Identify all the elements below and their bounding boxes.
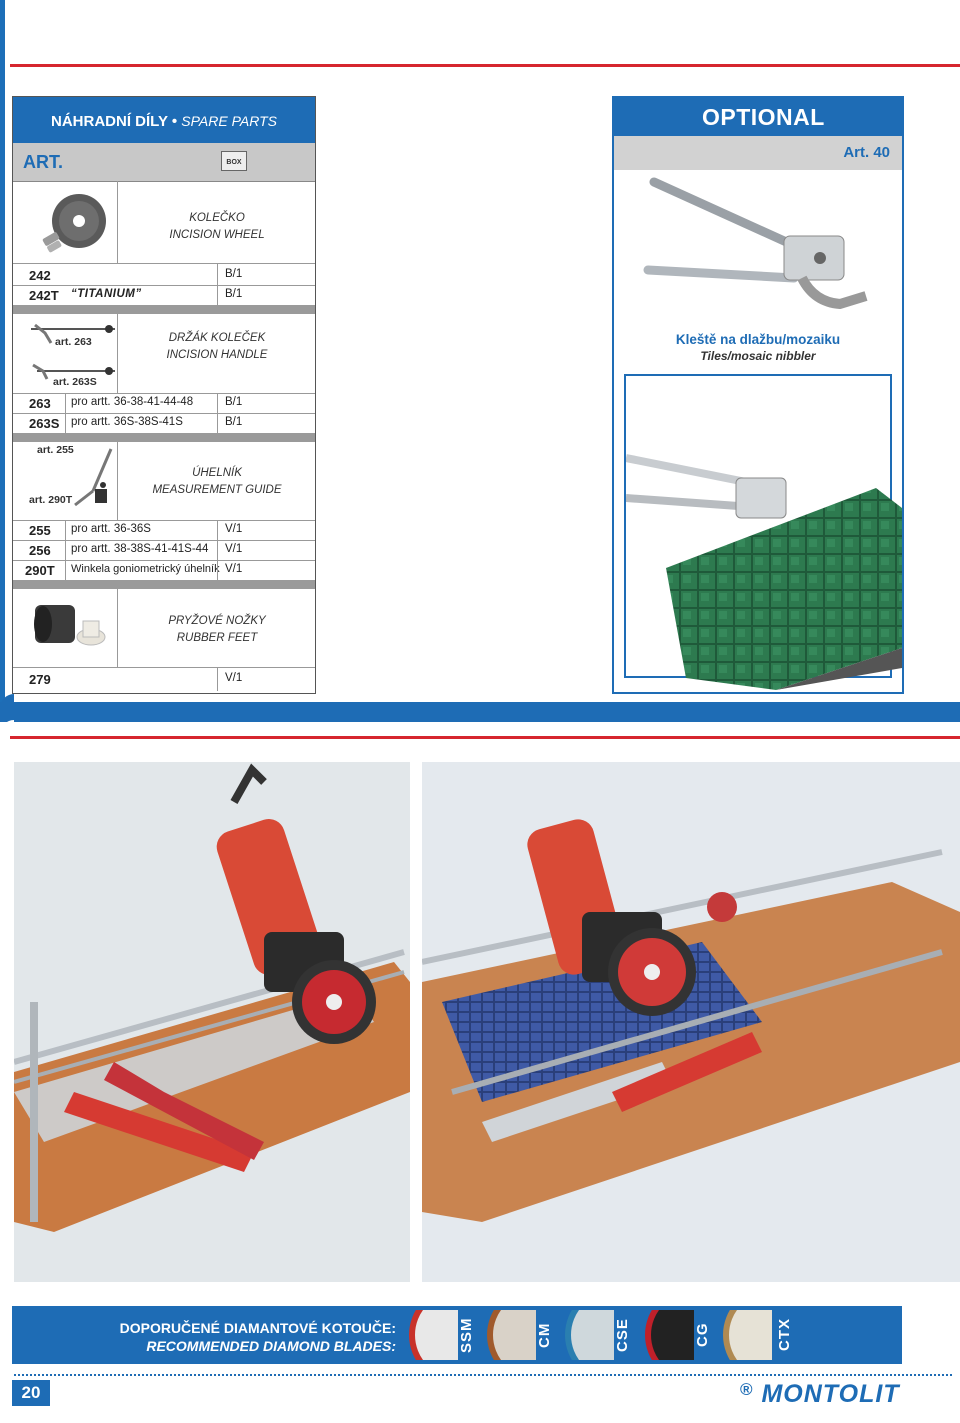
blade-cse-label: CSE <box>614 1318 631 1352</box>
label-art-290t: art. 290T <box>29 494 73 506</box>
top-red-rule <box>10 64 960 67</box>
blade-cse-icon <box>565 1310 614 1360</box>
art-label: ART. <box>23 152 63 172</box>
incision-wheel-desc: KOLEČKO INCISION WHEEL <box>169 212 265 241</box>
table-row: 290T Winkela goniometrický úhelník V/1 <box>25 563 243 578</box>
label-art-263s: art. 263S <box>53 376 97 388</box>
optional-product-name: Kleště na dlažbu/mozaiku Tiles/mosaic ni… <box>675 332 841 363</box>
table-row: 263 pro artt. 36-38-41-44-48 B/1 <box>29 396 243 411</box>
blade-cg-label: CG <box>694 1322 711 1348</box>
optional-title: OPTIONAL <box>702 104 825 130</box>
incision-handle-image <box>31 323 115 380</box>
blades-title-en: RECOMMENDED DIAMOND BLADES: <box>146 1338 396 1354</box>
spare-parts-title: NÁHRADNÍ DÍLY • SPARE PARTS <box>51 113 277 130</box>
rubber-feet-desc: PRYŽOVÉ NOŽKY RUBBER FEET <box>168 615 266 644</box>
table-row: 263S pro artt. 36S-38S-41S B/1 <box>29 416 243 431</box>
optional-panel: OPTIONAL Art. 40 Kleště na dlažbu/mozaik… <box>612 96 904 694</box>
section-divider-bar <box>0 694 960 734</box>
rubber-feet-image <box>34 605 106 646</box>
spare-parts-header: NÁHRADNÍ DÍLY • SPARE PARTS <box>13 97 315 143</box>
art-header-row: ART. BOX <box>13 143 315 182</box>
label-art-255: art. 255 <box>37 444 74 456</box>
blade-cm-label: CM <box>536 1322 553 1348</box>
nibbler-image <box>643 177 868 310</box>
blade-cm-icon <box>487 1310 536 1360</box>
blade-ctx-icon <box>723 1310 772 1360</box>
footer-dotted-rule <box>14 1374 952 1376</box>
box-icon: BOX <box>221 151 247 171</box>
left-edge-stripe <box>0 0 5 720</box>
table-row: 242 B/1 <box>29 268 243 283</box>
tile-cutter-photo-left <box>14 762 410 1282</box>
blades-title-cz: DOPORUČENÉ DIAMANTOVÉ KOTOUČE: <box>119 1320 396 1336</box>
incision-handle-desc: DRŽÁK KOLEČEK INCISION HANDLE <box>166 332 268 361</box>
mosaic-cutting-image <box>626 454 902 690</box>
tile-cutter-photo-right <box>422 762 960 1282</box>
blade-cg-icon <box>645 1310 694 1360</box>
incision-wheel-image <box>42 194 106 253</box>
optional-art-number: Art. 40 <box>843 144 890 161</box>
blade-ctx-label: CTX <box>776 1318 793 1352</box>
montolit-logo: ® MONTOLIT <box>740 1380 900 1408</box>
table-row: 256 pro artt. 38-38S-41-41S-44 V/1 <box>29 543 243 558</box>
blade-ssm-icon <box>409 1310 458 1360</box>
table-row: 279 V/1 <box>29 672 243 687</box>
table-row: 242T “TITANIUM” B/1 <box>29 288 243 303</box>
mid-red-rule <box>10 736 960 739</box>
page-number: 20 <box>12 1380 50 1406</box>
recommended-blades-bar: DOPORUČENÉ DIAMANTOVÉ KOTOUČE: RECOMMEND… <box>12 1306 902 1364</box>
table-row: 255 pro artt. 36-36S V/1 <box>29 523 243 538</box>
blade-ssm-label: SSM <box>458 1317 475 1353</box>
optional-header: OPTIONAL <box>614 98 902 136</box>
label-art-263: art. 263 <box>55 336 92 348</box>
measurement-guide-desc: ÚHELNÍK MEASUREMENT GUIDE <box>152 467 282 496</box>
measurement-guide-image <box>74 448 113 507</box>
spare-parts-panel: NÁHRADNÍ DÍLY • SPARE PARTS ART. BOX KOL… <box>12 96 316 694</box>
optional-art-row: Art. 40 <box>614 136 902 170</box>
